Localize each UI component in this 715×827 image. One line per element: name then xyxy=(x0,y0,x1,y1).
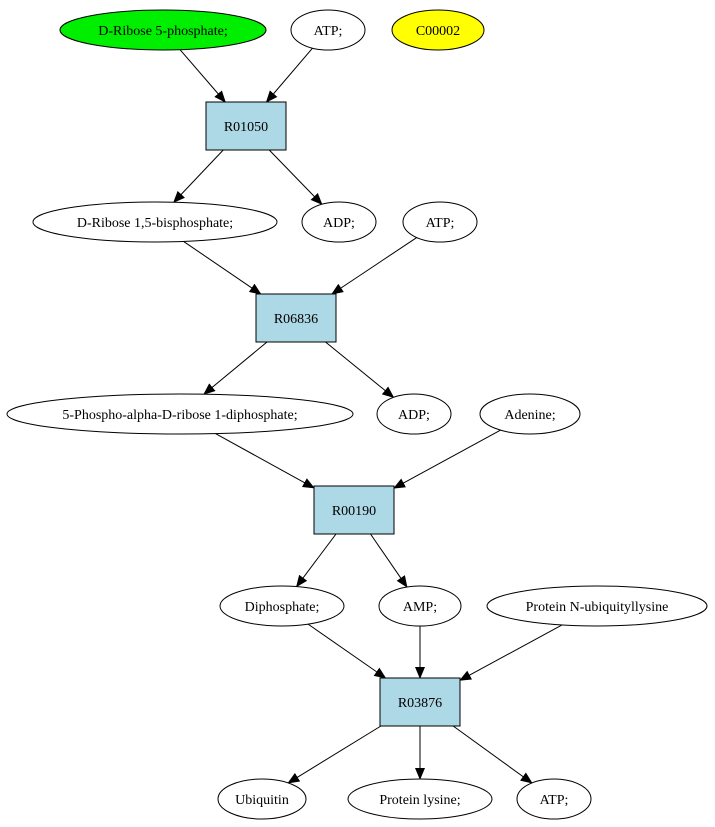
edge-prpp-to-r00190 xyxy=(215,433,315,489)
node-label: ATP; xyxy=(314,24,343,39)
compound-node-atp1: ATP; xyxy=(290,9,366,51)
compound-node-adp1: ADP; xyxy=(301,201,377,243)
node-label: AMP; xyxy=(403,600,437,615)
edge-r06836-to-adp2 xyxy=(325,341,395,398)
edge-r01050-to-ribose15bp xyxy=(173,149,224,203)
compound-ellipse xyxy=(219,585,345,627)
edge-r06836-to-prpp xyxy=(203,341,268,395)
edge-r03876-to-atp3 xyxy=(452,725,533,784)
node-label: ATP; xyxy=(426,216,455,231)
compound-node-adenine: Adenine; xyxy=(479,393,581,435)
edge-atp1-to-r01050 xyxy=(265,47,313,103)
compound-ellipse xyxy=(217,778,307,820)
compound-ellipse xyxy=(402,201,478,243)
node-label: C00002 xyxy=(416,24,460,39)
compound-ellipse xyxy=(347,778,493,820)
reaction-box xyxy=(255,293,337,343)
reaction-node-r03876: R03876 xyxy=(379,677,461,727)
edge-protein-nub-to-r03876 xyxy=(459,624,563,681)
edge-r00190-to-amp xyxy=(370,533,408,588)
node-label: Ubiquitin xyxy=(235,793,289,808)
compound-node-amp: AMP; xyxy=(378,585,462,627)
node-label: ATP; xyxy=(540,793,569,808)
edge-ribose15bp-to-r06836 xyxy=(183,241,262,295)
node-label: D-Ribose 5-phosphate; xyxy=(98,24,227,39)
compound-node-prpp: 5-Phospho-alpha-D-ribose 1-diphosphate; xyxy=(6,393,354,435)
node-label: R01050 xyxy=(224,120,268,135)
reaction-node-r01050: R01050 xyxy=(205,101,287,151)
edge-adenine-to-r00190 xyxy=(393,429,501,489)
compound-node-protein-lysine: Protein lysine; xyxy=(347,778,493,820)
compound-ellipse xyxy=(32,201,278,243)
reaction-node-r06836: R06836 xyxy=(255,293,337,343)
compound-node-atp3: ATP; xyxy=(516,778,592,820)
compound-ellipse xyxy=(59,9,267,51)
node-label: ADP; xyxy=(398,408,430,423)
node-label: Diphosphate; xyxy=(245,600,320,615)
compound-node-atp2: ATP; xyxy=(402,201,478,243)
node-label: D-Ribose 1,5-bisphosphate; xyxy=(77,216,233,231)
reaction-box xyxy=(205,101,287,151)
compound-ellipse xyxy=(516,778,592,820)
node-label: R06836 xyxy=(274,312,318,327)
node-label: Protein N-ubiquityllysine xyxy=(526,600,669,615)
compound-node-ubiquitin: Ubiquitin xyxy=(217,778,307,820)
compound-node-ribose5p: D-Ribose 5-phosphate; xyxy=(59,9,267,51)
reaction-box xyxy=(313,485,395,535)
compound-node-protein-nub: Protein N-ubiquityllysine xyxy=(486,585,708,627)
node-label: ADP; xyxy=(323,216,355,231)
compound-node-adp2: ADP; xyxy=(376,393,452,435)
node-label: 5-Phospho-alpha-D-ribose 1-diphosphate; xyxy=(62,408,297,423)
compound-ellipse xyxy=(301,201,377,243)
node-label: Adenine; xyxy=(504,408,555,423)
compound-ellipse xyxy=(290,9,366,51)
compound-ellipse xyxy=(378,585,462,627)
compound-ellipse xyxy=(486,585,708,627)
edge-r01050-to-adp1 xyxy=(268,149,323,206)
edge-ribose5p-to-r01050 xyxy=(179,49,226,103)
compound-node-ribose15bp: D-Ribose 1,5-bisphosphate; xyxy=(32,201,278,243)
compound-ellipse xyxy=(6,393,354,435)
compound-node-diphosphate: Diphosphate; xyxy=(219,585,345,627)
compound-ellipse xyxy=(479,393,581,435)
edge-r03876-to-ubiquitin xyxy=(287,725,382,784)
edge-r00190-to-diphosphate xyxy=(295,533,337,588)
compound-ellipse xyxy=(391,9,485,51)
node-label: Protein lysine; xyxy=(379,793,460,808)
edge-atp2-to-r06836 xyxy=(331,237,417,295)
compound-node-c00002: C00002 xyxy=(391,9,485,51)
node-label: R03876 xyxy=(398,696,442,711)
reaction-box xyxy=(379,677,461,727)
node-label: R00190 xyxy=(332,504,376,519)
reaction-node-r00190: R00190 xyxy=(313,485,395,535)
compound-ellipse xyxy=(376,393,452,435)
edge-diphosphate-to-r03876 xyxy=(307,623,387,679)
